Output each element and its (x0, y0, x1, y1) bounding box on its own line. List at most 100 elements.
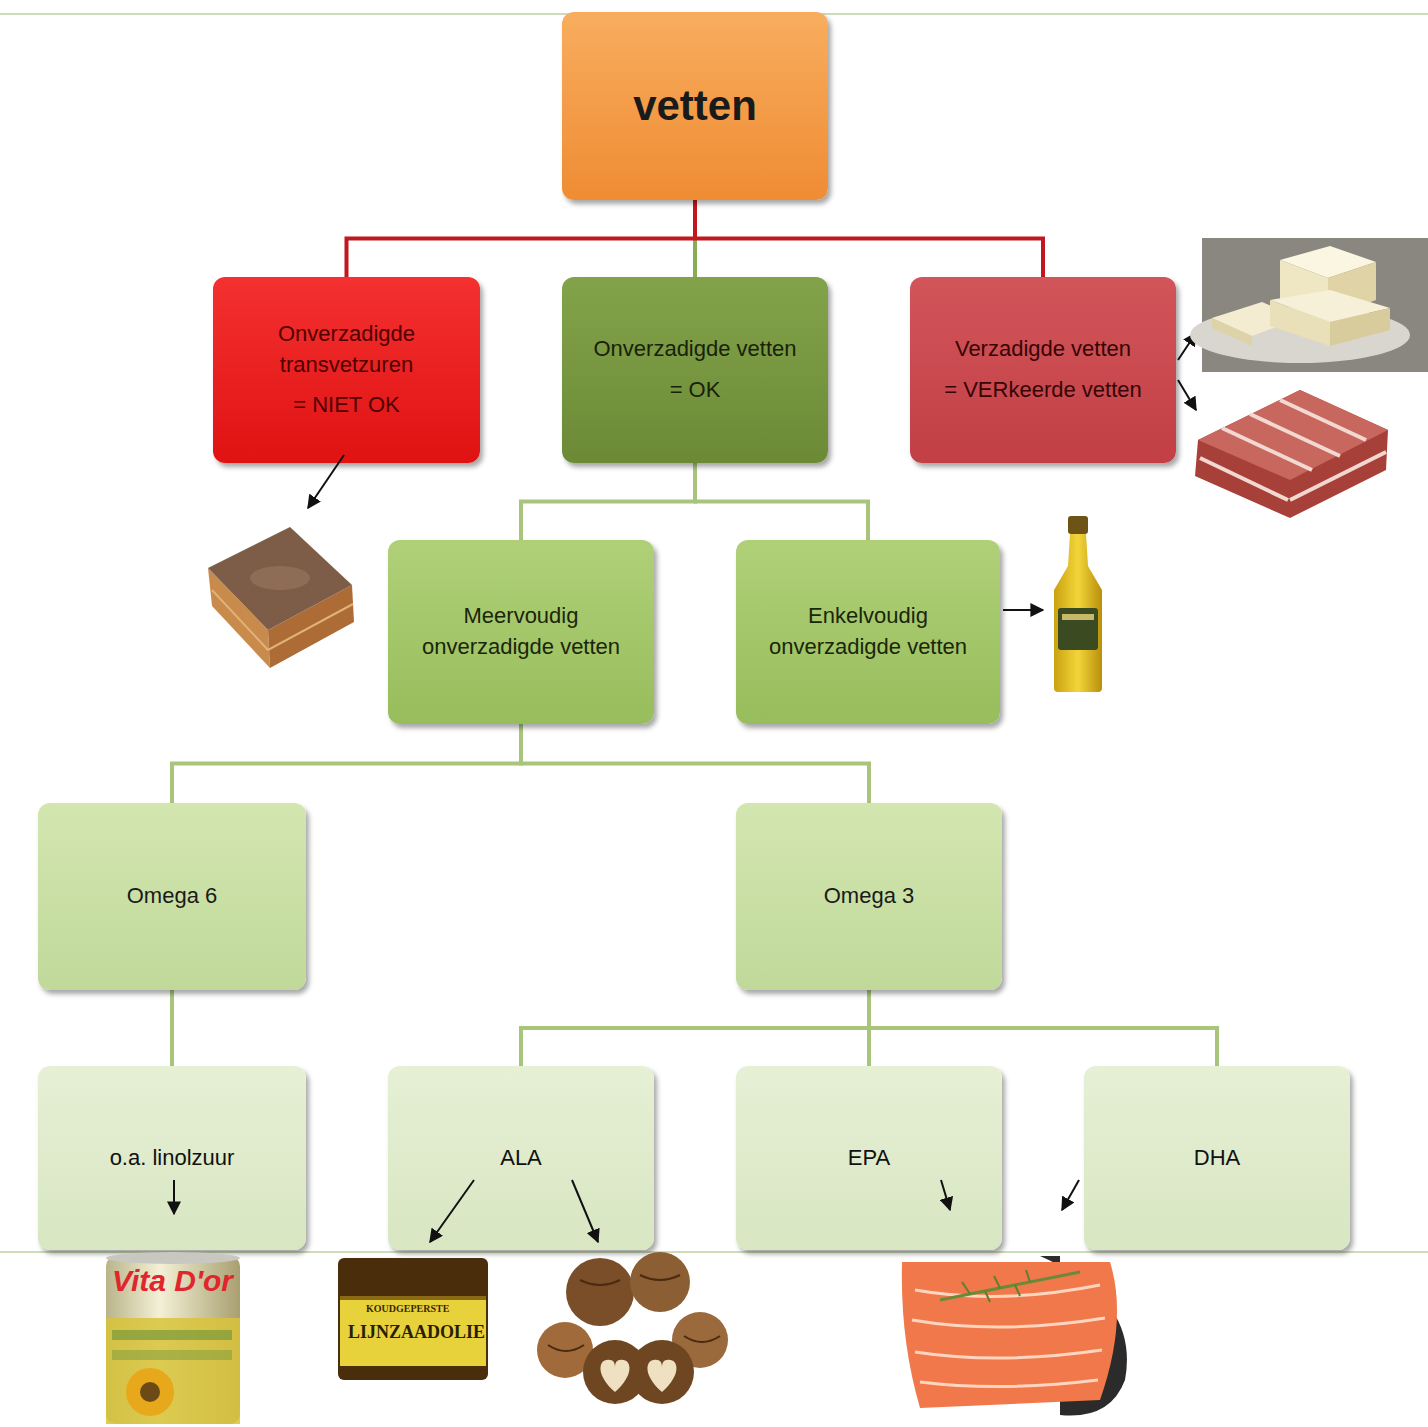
can-stripe (112, 1330, 232, 1340)
oil-bottle-picture (1054, 516, 1102, 692)
butter-block (1328, 262, 1376, 318)
butter-block (1270, 290, 1390, 322)
plate (1040, 1256, 1127, 1416)
tree-connector (170, 990, 174, 1066)
meat-top (1198, 390, 1388, 480)
tree-connector (521, 724, 869, 803)
cake-side (268, 585, 354, 668)
cake-top (250, 566, 310, 590)
leader-line (572, 1180, 598, 1242)
walnut-shell-line (684, 1336, 720, 1342)
leader-line (941, 1180, 950, 1210)
box-label: ALA (500, 1143, 542, 1174)
butter-picture (1190, 238, 1428, 372)
salmon-fillet (902, 1262, 1117, 1408)
tree-connector (521, 463, 695, 540)
leader-line (1062, 1180, 1079, 1210)
category-box: o.a. linolzuur (38, 1066, 306, 1250)
linseed-jar-picture (338, 1258, 488, 1380)
box-label: DHA (1194, 1143, 1240, 1174)
rule-line (0, 1251, 1428, 1253)
meat-picture (1195, 390, 1388, 518)
cake-layer (212, 590, 353, 650)
butter-block (1280, 260, 1328, 318)
leader-line (1178, 380, 1196, 410)
rosemary-sprig (940, 1272, 1080, 1300)
tree-connector (695, 463, 868, 540)
box-label: = NIET OK (293, 390, 400, 421)
box-label: o.a. linolzuur (110, 1143, 235, 1174)
meat-slab (1195, 390, 1388, 518)
tree-connector (695, 200, 1043, 277)
tree-connector (172, 724, 521, 803)
walnut-heart (600, 1360, 629, 1392)
butter-block (1212, 318, 1252, 346)
walnut-shell-line (640, 1275, 680, 1280)
tree-connector (869, 990, 1217, 1066)
salmon-stripe (915, 1285, 1100, 1296)
category-box: DHA (1084, 1066, 1350, 1250)
category-box: Omega 6 (38, 803, 306, 990)
sunflower (140, 1382, 160, 1402)
fat-stripe (1222, 428, 1312, 470)
rosemary-leaf (994, 1276, 1000, 1288)
bottle-label (1062, 614, 1094, 620)
leader-line (430, 1180, 474, 1242)
butter-block (1330, 308, 1390, 346)
salmon-picture (902, 1256, 1127, 1416)
walnuts-picture (537, 1252, 728, 1404)
fat-stripe (1280, 400, 1366, 440)
walnut-heart (647, 1360, 676, 1392)
box-label: Omega 3 (824, 881, 915, 912)
cake-side (208, 568, 270, 668)
bottle-cap (1068, 516, 1088, 534)
rosemary-leaf (1015, 1285, 1020, 1296)
butter-block (1280, 246, 1376, 278)
box-label: = VERkeerde vetten (944, 375, 1142, 406)
jar-label-edge (340, 1296, 486, 1300)
fat-stripe (1290, 452, 1386, 500)
root-box: vetten (562, 12, 828, 200)
box-label: vetten (633, 77, 757, 136)
brand-name: Vita D'or (112, 1264, 233, 1298)
category-box: Omega 3 (736, 803, 1002, 990)
bottle-body (1054, 534, 1102, 692)
butter-block (1212, 302, 1300, 336)
rosemary-leaf (985, 1291, 990, 1302)
walnut (630, 1252, 690, 1312)
tree-connector (521, 990, 869, 1066)
bottle-label (1058, 608, 1098, 650)
leader-line (1178, 333, 1196, 360)
margarine-can-picture (106, 1252, 240, 1424)
category-box: Onverzadigde transvetzuren = NIET OK (213, 277, 480, 463)
leader-line (173, 1180, 175, 1214)
walnut-shell-line (548, 1345, 584, 1351)
walnut (566, 1258, 634, 1326)
can-rim (106, 1252, 240, 1264)
butter-block (1270, 300, 1330, 346)
salmon-stripe (912, 1318, 1105, 1327)
rosemary-leaf (1026, 1270, 1030, 1282)
category-box: Onverzadigde vetten= OK (562, 277, 828, 463)
walnut (583, 1340, 647, 1404)
sunflower (126, 1368, 174, 1416)
category-box: Verzadigde vetten = VERkeerde vetten (910, 277, 1176, 463)
salmon-stripe (920, 1380, 1098, 1387)
can-label (106, 1318, 240, 1424)
box-label: Verzadigde vetten (955, 334, 1131, 365)
box-label: Onverzadigde transvetzuren (227, 319, 466, 381)
box-label: Meervoudig onverzadigde vetten (402, 601, 640, 663)
box-label: Omega 6 (127, 881, 218, 912)
fat-stripe (1200, 458, 1288, 500)
plate (1190, 307, 1410, 363)
can-stripe (112, 1350, 232, 1360)
category-box: Enkelvoudig onverzadigde vetten (736, 540, 1000, 724)
tree-connector (347, 200, 696, 277)
box-label: Enkelvoudig onverzadigde vetten (750, 601, 986, 663)
photo-ground (1202, 238, 1428, 372)
salmon-stripe (915, 1350, 1102, 1358)
walnut (537, 1322, 593, 1378)
leader-line (308, 455, 344, 508)
rosemary-leaf (962, 1282, 970, 1294)
